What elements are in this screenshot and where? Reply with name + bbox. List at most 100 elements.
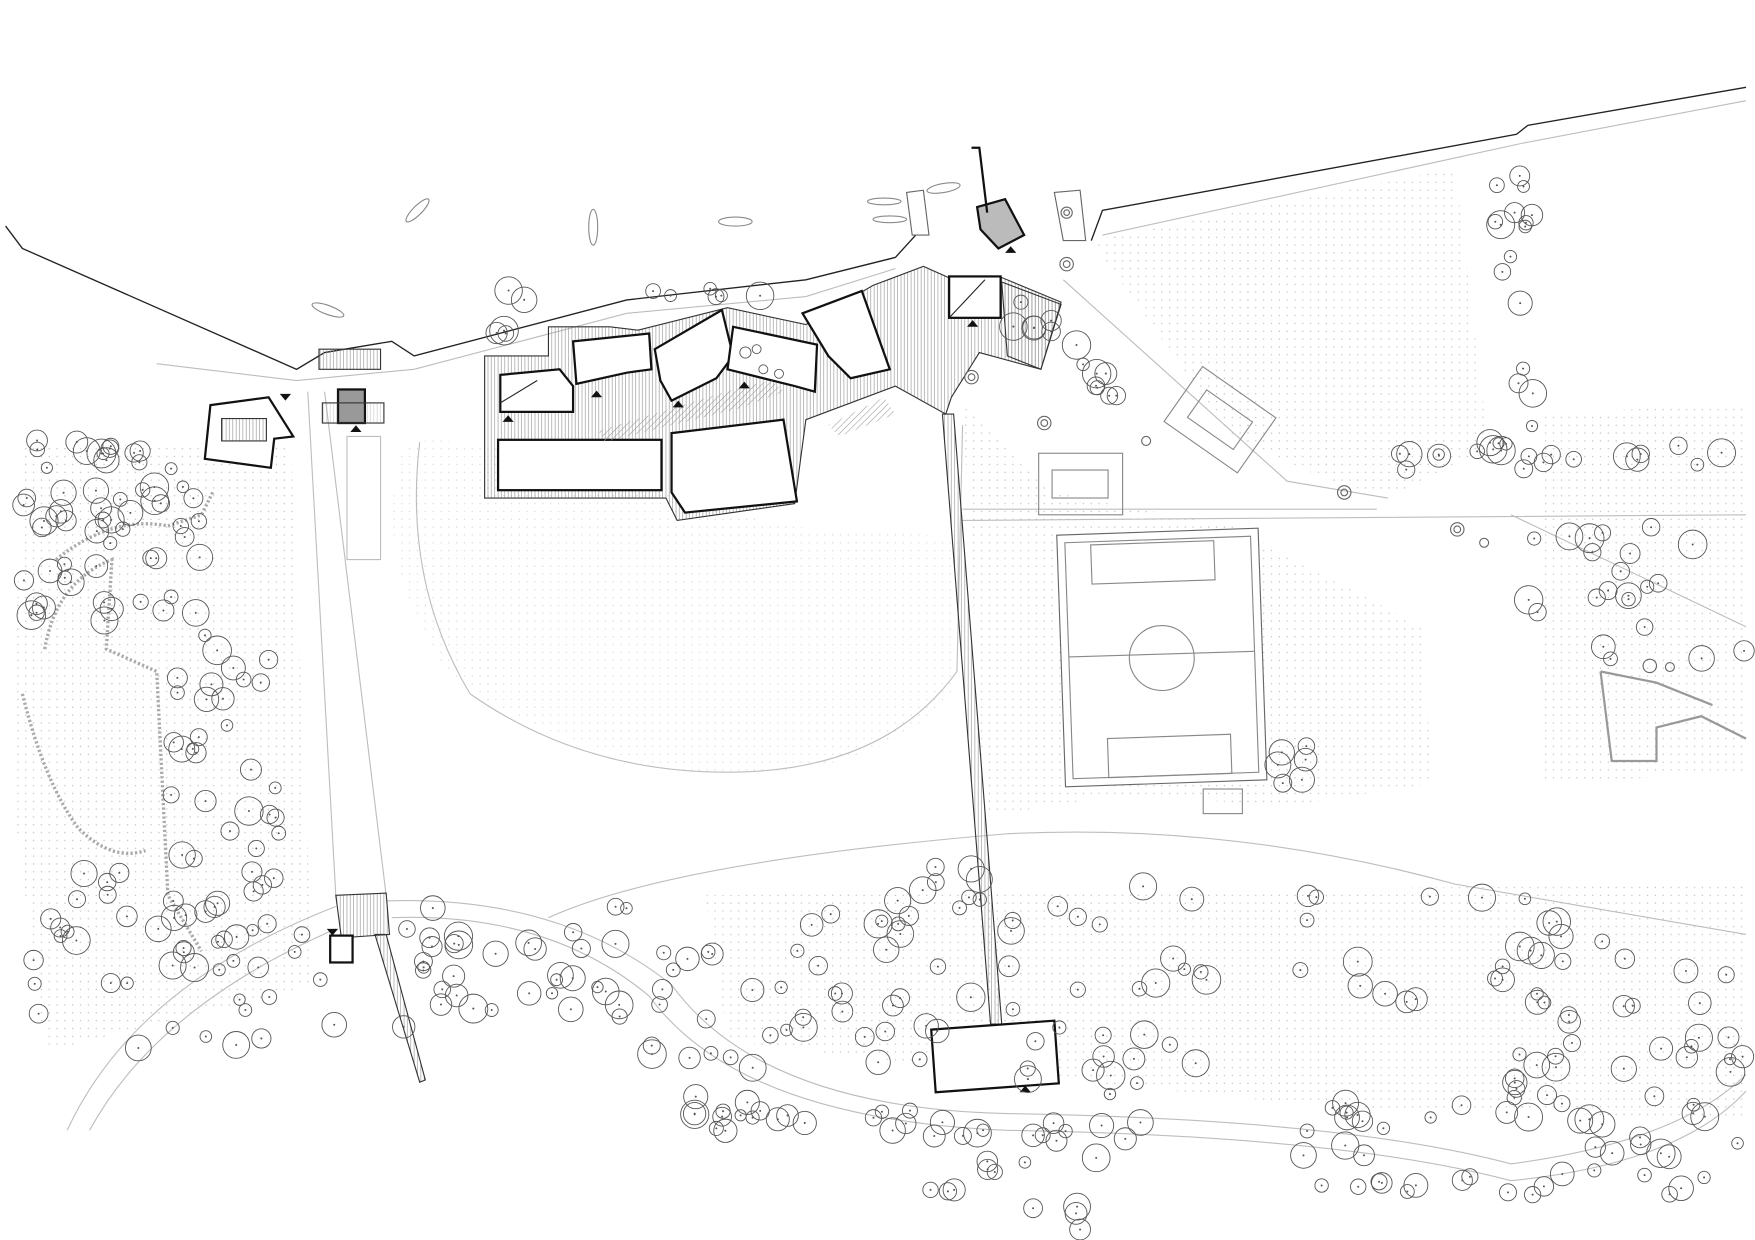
tree-trunk-dot: [1591, 551, 1594, 554]
tree-canopy-icon: [1005, 1001, 1021, 1017]
tree-trunk-dot: [251, 929, 254, 932]
tree-canopy-icon: [1560, 1006, 1578, 1024]
tree-trunk-dot: [1115, 394, 1118, 397]
tree-canopy-icon: [611, 1008, 628, 1025]
tree-canopy-icon: [1334, 1104, 1360, 1131]
tree-trunk-dot: [672, 968, 675, 971]
tree-canopy-icon: [873, 936, 900, 963]
tree-trunk-dot: [472, 1007, 475, 1010]
tree-trunk-dot: [933, 1135, 936, 1138]
tree-canopy-icon: [1264, 751, 1292, 779]
tree-trunk-dot: [490, 1009, 493, 1012]
tree-canopy-icon: [1113, 1127, 1137, 1151]
tree-trunk-dot: [1643, 1174, 1646, 1177]
tree-trunk-dot: [1052, 1122, 1055, 1125]
tree-trunk-dot: [986, 1160, 989, 1163]
tree-canopy-icon: [620, 902, 633, 915]
tree-canopy-icon: [1509, 165, 1531, 187]
tree-trunk-dot: [197, 520, 200, 523]
tree-trunk-dot: [192, 497, 195, 500]
tree-canopy-icon: [703, 1045, 719, 1061]
tree-canopy-icon: [678, 1046, 701, 1070]
tree-trunk-dot: [216, 902, 219, 905]
tree-canopy-icon: [48, 499, 74, 524]
tree-canopy-icon: [1351, 1110, 1374, 1132]
tree-canopy-icon: [1339, 1105, 1354, 1120]
tree-canopy-icon: [1141, 968, 1171, 998]
tree-canopy-icon: [1555, 522, 1584, 551]
tree-canopy-icon: [1089, 1112, 1115, 1139]
tree-trunk-dot: [1429, 1116, 1432, 1119]
tree-trunk-dot: [884, 1030, 887, 1033]
tree-canopy-icon: [912, 1051, 928, 1068]
tree-trunk-dot: [162, 609, 165, 612]
tree-trunk-dot: [1692, 1103, 1695, 1106]
tree-trunk-dot: [921, 889, 924, 892]
tree-canopy-icon: [1342, 946, 1373, 977]
tree-trunk-dot: [796, 949, 799, 952]
tree-canopy-icon: [1420, 887, 1439, 906]
tree-trunk-dot: [197, 736, 200, 739]
tree-canopy-icon: [1630, 1133, 1652, 1156]
tree-canopy-icon: [1506, 1090, 1522, 1106]
tree-canopy-icon: [1494, 958, 1511, 975]
tree-canopy-icon: [429, 993, 453, 1016]
tree-canopy-icon: [84, 554, 109, 578]
tree-trunk-dot: [22, 579, 25, 582]
tree-trunk-dot: [1568, 1020, 1571, 1023]
tree-trunk-dot: [1741, 1055, 1744, 1058]
tree-trunk-dot: [1305, 745, 1308, 748]
tree-canopy-icon: [1637, 1167, 1652, 1183]
tree-trunk-dot: [1405, 1000, 1408, 1003]
tree-canopy-icon: [1371, 1172, 1393, 1194]
tree-trunk-dot: [431, 945, 434, 948]
tree-trunk-dot: [694, 1095, 697, 1098]
tree-trunk-dot: [176, 691, 179, 694]
tree-trunk-dot: [1075, 1212, 1078, 1215]
tree-canopy-icon: [190, 513, 208, 530]
tree-canopy-icon: [1096, 1060, 1126, 1091]
tree-canopy-icon: [444, 930, 474, 960]
tree-canopy-icon: [1499, 1183, 1517, 1202]
tree-canopy-icon: [268, 781, 282, 795]
tree-trunk-dot: [244, 1009, 247, 1012]
tree-trunk-dot: [1168, 1043, 1171, 1046]
tree-canopy-icon: [117, 500, 144, 526]
tree-canopy-icon: [863, 909, 893, 939]
shoreline: [5, 86, 1747, 382]
tree-canopy-icon: [1502, 1069, 1528, 1096]
tree-canopy-icon: [1344, 1101, 1371, 1129]
tree-canopy-icon: [1533, 452, 1554, 473]
tree-trunk-dot: [929, 1188, 932, 1191]
tree-canopy-icon: [25, 592, 48, 615]
tree-canopy-icon: [722, 1049, 739, 1066]
tree-trunk-dot: [1109, 1074, 1112, 1077]
tree-canopy-icon: [1661, 1185, 1678, 1203]
tree-trunk-dot: [405, 927, 408, 930]
tree-trunk-dot: [1492, 448, 1495, 451]
tree-canopy-icon: [926, 857, 945, 877]
tree-canopy-icon: [1536, 910, 1562, 936]
tree-trunk-dot: [1601, 940, 1604, 943]
tree-trunk-dot: [1568, 535, 1571, 538]
tree-trunk-dot: [108, 447, 111, 450]
tree-trunk-dot: [1190, 898, 1193, 901]
tree-trunk-dot: [1579, 1119, 1582, 1122]
tree-trunk-dot: [204, 1035, 207, 1038]
tree-trunk-dot: [1570, 1042, 1574, 1045]
tree-canopy-icon: [1493, 263, 1512, 281]
tree-trunk-dot: [1531, 425, 1534, 428]
tree-canopy-icon: [715, 1103, 731, 1119]
tree-canopy-icon: [1129, 872, 1158, 901]
tree-trunk-dot: [1276, 763, 1279, 766]
tree-trunk-dot: [1306, 894, 1309, 897]
tree-canopy-icon: [1268, 739, 1295, 766]
tree-canopy-icon: [1403, 987, 1428, 1012]
tree-canopy-icon: [1599, 1140, 1625, 1166]
tree-canopy-icon: [1731, 1045, 1755, 1069]
tree-canopy-icon: [1391, 444, 1409, 463]
tree-trunk-dot: [141, 488, 144, 491]
tree-trunk-dot: [1522, 467, 1525, 470]
tree-canopy-icon: [1717, 966, 1735, 984]
tree-trunk-dot: [941, 1121, 944, 1124]
